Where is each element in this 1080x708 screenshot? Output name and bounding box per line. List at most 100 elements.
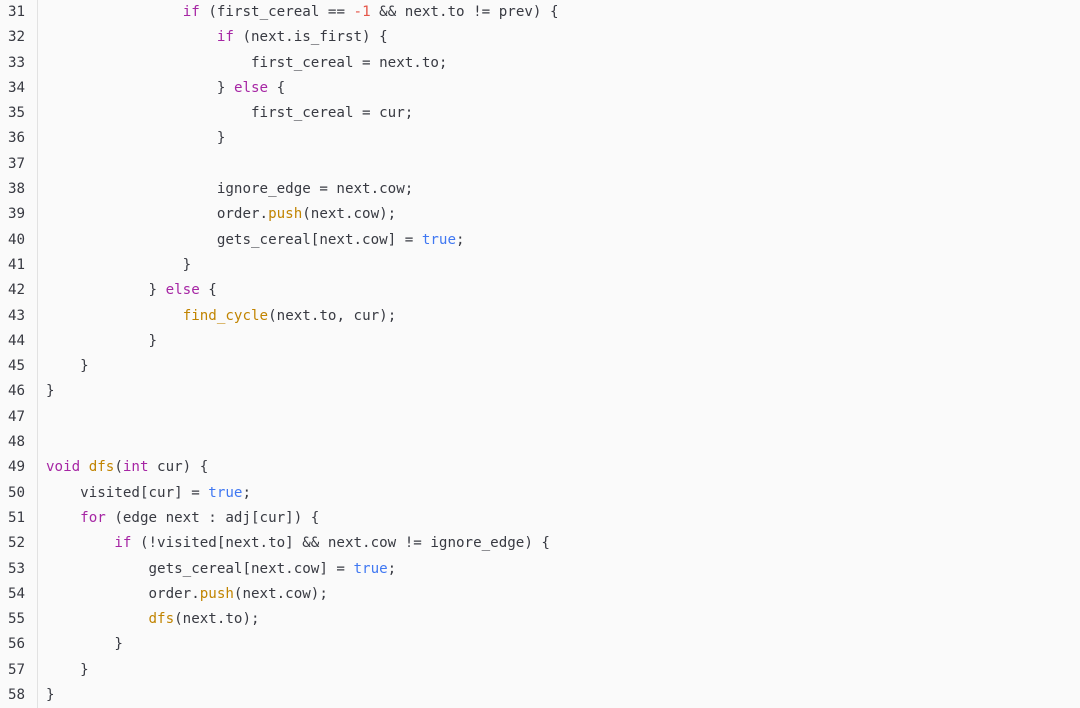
- code-line[interactable]: 40 gets_cereal[next.cow] = true;: [0, 228, 1080, 253]
- code-token: }: [114, 130, 226, 147]
- code-line[interactable]: 56 }: [0, 632, 1080, 657]
- code-token: else: [165, 282, 200, 299]
- code-token: [46, 510, 80, 526]
- line-number: 50: [8, 484, 26, 501]
- code-line[interactable]: 43 find_cycle(next.to, cur);: [0, 304, 1080, 329]
- code-line[interactable]: 44 }: [0, 329, 1080, 354]
- code-line[interactable]: 45 }: [0, 354, 1080, 379]
- code-token: push: [268, 206, 303, 223]
- line-code: gets_cereal[next.cow] = true;: [35, 557, 1080, 582]
- code-line[interactable]: 33 first_cereal = next.to;: [0, 51, 1080, 76]
- line-code: } else {: [35, 76, 1080, 101]
- code-token: dfs: [88, 459, 115, 476]
- line-number: 53: [8, 560, 26, 577]
- line-code: visited[cur] = true;: [35, 481, 1080, 506]
- line-number: 36: [8, 130, 26, 147]
- code-line[interactable]: 39 order.push(next.cow);: [0, 202, 1080, 227]
- code-line[interactable]: 37: [0, 152, 1080, 177]
- code-token: push: [199, 585, 234, 602]
- line-code: ignore_edge = next.cow;: [35, 177, 1080, 202]
- code-token: }: [80, 358, 89, 375]
- code-token: (next.cow);: [233, 585, 328, 602]
- code-token: int: [122, 459, 149, 476]
- code-line[interactable]: 55 dfs(next.to);: [0, 607, 1080, 632]
- code-token: dfs: [148, 611, 175, 628]
- code-line[interactable]: 54 order.push(next.cow);: [0, 582, 1080, 607]
- line-number: 56: [8, 636, 26, 653]
- code-token: }: [114, 256, 192, 273]
- line-number: 51: [8, 509, 26, 526]
- line-code: if (next.is_first) {: [35, 25, 1080, 50]
- line-code: gets_cereal[next.cow] = true;: [35, 228, 1080, 253]
- line-code: first_cereal = next.to;: [35, 51, 1080, 76]
- code-token: void: [46, 459, 81, 476]
- code-token: -1: [353, 4, 371, 20]
- line-number: 43: [8, 307, 26, 324]
- line-code: }: [35, 354, 1080, 379]
- code-line[interactable]: 52 if (!visited[next.to] && next.cow != …: [0, 531, 1080, 556]
- code-line[interactable]: 32 if (next.is_first) {: [0, 25, 1080, 50]
- code-line[interactable]: 35 first_cereal = cur;: [0, 101, 1080, 126]
- code-line[interactable]: 58}: [0, 683, 1080, 708]
- line-number: 58: [8, 687, 26, 704]
- line-code: [35, 430, 1080, 455]
- line-number: 55: [8, 611, 26, 628]
- line-number: 37: [8, 155, 26, 172]
- code-token: (: [114, 459, 123, 476]
- code-token: && next.to != prev) {: [370, 4, 559, 20]
- code-token: order.: [46, 585, 200, 602]
- code-line[interactable]: 41 }: [0, 253, 1080, 278]
- line-number: 33: [8, 54, 26, 71]
- code-line[interactable]: 36 }: [0, 126, 1080, 151]
- code-token: (!visited[next.to] && next.cow != ignore…: [131, 535, 550, 552]
- code-token: else: [233, 79, 269, 96]
- code-line[interactable]: 53 gets_cereal[next.cow] = true;: [0, 557, 1080, 582]
- code-token: ;: [242, 484, 252, 501]
- line-code: order.push(next.cow);: [35, 202, 1080, 227]
- code-token: }: [114, 79, 234, 96]
- code-token: cur) {: [148, 459, 209, 476]
- code-line[interactable]: 50 visited[cur] = true;: [0, 481, 1080, 506]
- code-line[interactable]: 34 } else {: [0, 76, 1080, 101]
- code-token: (edge next : adj[cur]) {: [105, 509, 320, 526]
- code-token: (next.to, cur);: [268, 307, 397, 324]
- line-number: 47: [8, 408, 26, 425]
- line-code: dfs(next.to);: [35, 607, 1080, 632]
- line-number: 54: [8, 585, 26, 602]
- code-token: first_cereal = cur;: [114, 105, 414, 122]
- code-line[interactable]: 48: [0, 430, 1080, 455]
- line-number: 40: [8, 231, 26, 248]
- code-line[interactable]: 38 ignore_edge = next.cow;: [0, 177, 1080, 202]
- code-token: gets_cereal[next.cow] =: [46, 560, 354, 577]
- code-token: visited[cur] =: [46, 484, 209, 501]
- code-line[interactable]: 51 for (edge next : adj[cur]) {: [0, 506, 1080, 531]
- line-code: }: [35, 683, 1080, 708]
- code-token: first_cereal = next.to;: [114, 54, 448, 71]
- code-token: }: [114, 332, 158, 349]
- gutter-divider: [37, 0, 38, 708]
- code-token: ignore_edge = next.cow;: [114, 181, 414, 198]
- code-token: }: [46, 383, 55, 400]
- line-number: 44: [8, 332, 26, 349]
- code-token: (next.cow);: [302, 206, 397, 223]
- code-line[interactable]: 57 }: [0, 658, 1080, 683]
- line-number: 39: [8, 206, 26, 223]
- code-line[interactable]: 47: [0, 405, 1080, 430]
- line-number: 48: [8, 434, 26, 451]
- line-number: 31: [8, 4, 26, 20]
- code-line[interactable]: 46}: [0, 379, 1080, 404]
- line-code: if (!visited[next.to] && next.cow != ign…: [35, 531, 1080, 556]
- line-number: 42: [8, 282, 26, 299]
- code-token: true: [421, 231, 457, 248]
- code-line[interactable]: 31 if (first_cereal == -1 && next.to != …: [0, 0, 1080, 25]
- code-token: (first_cereal ==: [199, 4, 354, 20]
- line-number: 38: [8, 181, 26, 198]
- code-token: [114, 29, 217, 45]
- code-token: for: [80, 509, 106, 526]
- line-code: [35, 405, 1080, 430]
- code-line[interactable]: 42 } else {: [0, 278, 1080, 303]
- code-token: }: [46, 687, 55, 704]
- line-code: first_cereal = cur;: [35, 101, 1080, 126]
